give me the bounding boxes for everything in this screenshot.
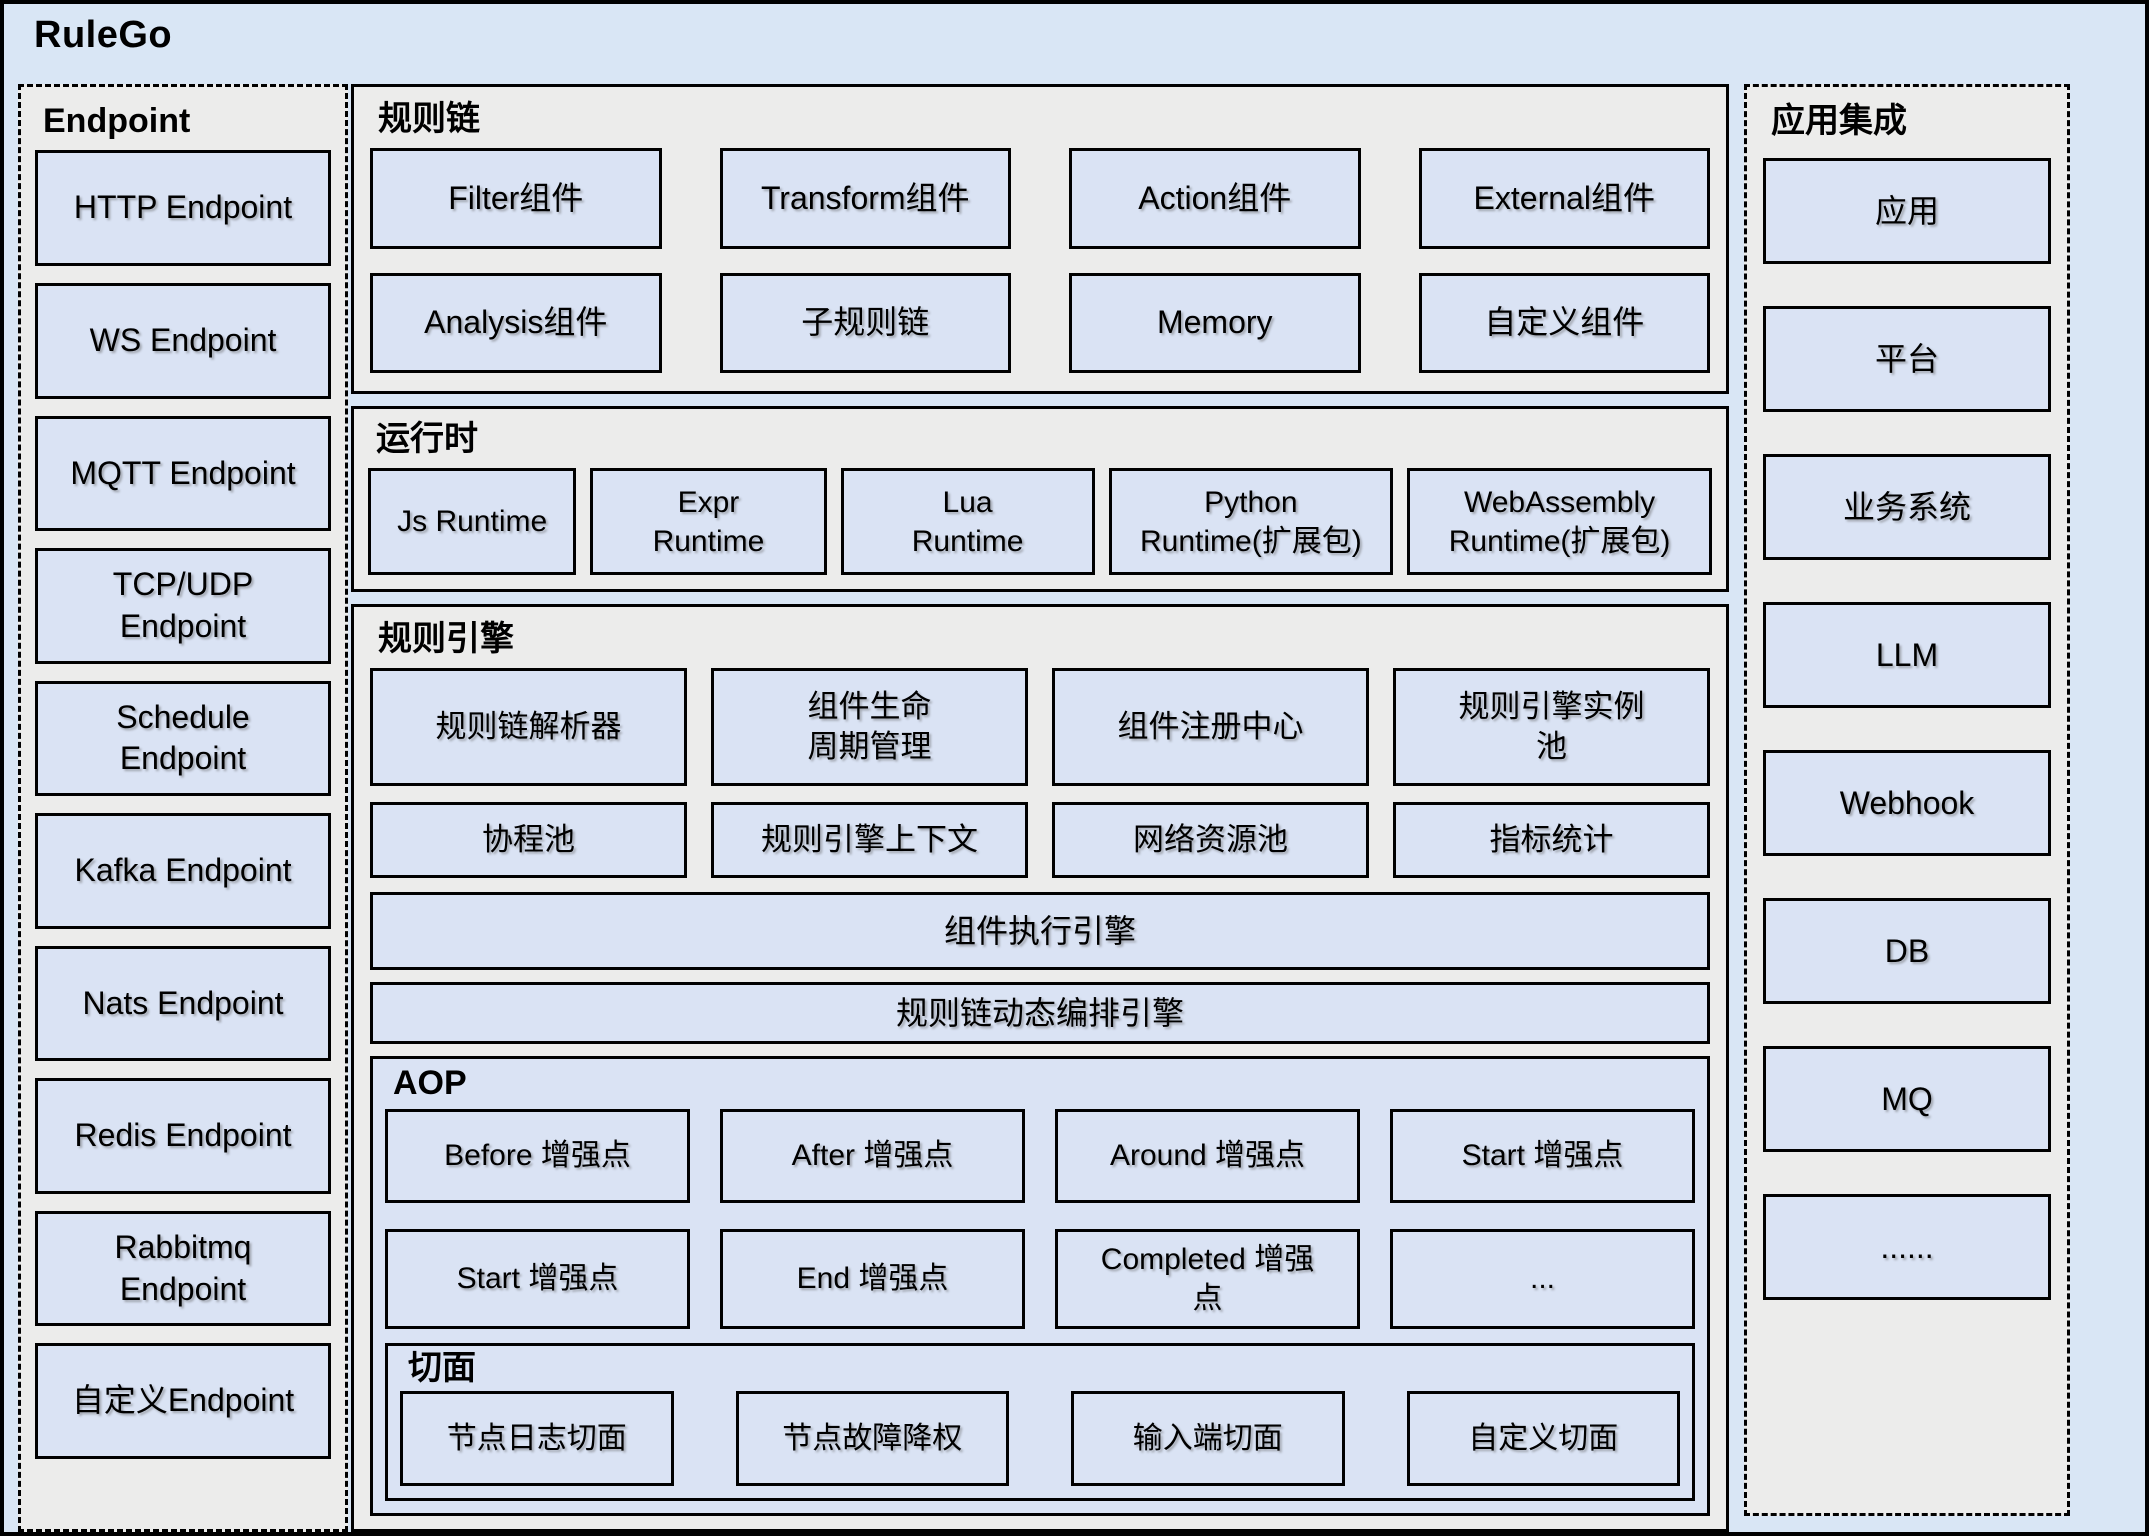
- aspect-title: 切面: [408, 1348, 476, 1387]
- aspect-box: 节点日志切面: [400, 1391, 674, 1486]
- endpoint-box: MQTT Endpoint: [35, 415, 331, 532]
- rule-engine-box: 协程池: [370, 801, 687, 879]
- aop-enhancement-box: End 增强点: [720, 1228, 1025, 1329]
- endpoint-box: TCP/UDP Endpoint: [35, 548, 331, 664]
- rule-chain-component-box: Filter组件: [370, 148, 662, 249]
- aspect-container: 切面 节点日志切面节点故障降权输入端切面自定义切面: [385, 1342, 1695, 1501]
- aop-enhancement-box: Around 增强点: [1055, 1108, 1360, 1203]
- rule-chain-component-box: 自定义组件: [1418, 272, 1710, 373]
- integration-box: 业务系统: [1763, 454, 2051, 561]
- rule-chain-component-box: Analysis组件: [370, 272, 662, 373]
- rule-chain-panel: 规则链 Filter组件 Transform组件 Action组件 External组…: [351, 84, 1729, 394]
- application-integration-title: 应用集成: [1771, 102, 1907, 140]
- diagram-title: RuleGo: [34, 14, 173, 56]
- endpoint-box: HTTP Endpoint: [35, 150, 331, 266]
- integration-box: 应用: [1763, 158, 2051, 265]
- integration-box: ......: [1763, 1194, 2051, 1301]
- runtime-box: Lua Runtime: [840, 468, 1095, 575]
- rule-chain-component-box: Action组件: [1069, 148, 1361, 249]
- integration-box: 平台: [1763, 306, 2051, 413]
- endpoint-box: 自定义Endpoint: [35, 1343, 331, 1460]
- rule-engine-panel: 规则引擎 规则链解析器组件生命 周期管理组件注册中心规则引擎实例 池协程池规则引…: [351, 604, 1729, 1532]
- rule-engine-box: 组件注册中心: [1052, 668, 1369, 786]
- runtime-panel-title: 运行时: [376, 420, 478, 458]
- runtime-box: Expr Runtime: [590, 468, 827, 575]
- rule-engine-panel-title: 规则引擎: [378, 620, 514, 658]
- aop-enhancement-box: After 增强点: [720, 1108, 1025, 1203]
- rule-engine-box: 规则引擎实例 池: [1393, 668, 1710, 786]
- rule-engine-box-grid: 规则链解析器组件生命 周期管理组件注册中心规则引擎实例 池协程池规则引擎上下文网…: [370, 668, 1710, 879]
- rule-engine-box: 规则引擎上下文: [711, 801, 1028, 879]
- rule-chain-panel-title: 规则链: [378, 100, 480, 138]
- rule-chain-component-box: 子规则链: [719, 272, 1011, 373]
- rule-engine-box: 组件生命 周期管理: [711, 668, 1028, 786]
- endpoint-panel-title: Endpoint: [43, 102, 191, 140]
- aop-enhancement-box: Completed 增强 点: [1055, 1228, 1360, 1329]
- runtime-box: WebAssembly Runtime(扩展包): [1407, 468, 1712, 575]
- rule-engine-box: 网络资源池: [1052, 801, 1369, 879]
- endpoint-box: Nats Endpoint: [35, 945, 331, 1062]
- endpoint-box: Schedule Endpoint: [35, 680, 331, 797]
- endpoint-box: Kafka Endpoint: [35, 813, 331, 929]
- rule-chain-component-box: Transform组件: [719, 148, 1011, 249]
- component-execution-engine-row: 组件执行引擎: [370, 892, 1710, 971]
- integration-box: DB: [1763, 898, 2051, 1005]
- runtime-box: Python Runtime(扩展包): [1108, 468, 1394, 575]
- endpoint-box: Rabbitmq Endpoint: [35, 1210, 331, 1327]
- rule-chain-component-box: Memory: [1069, 272, 1361, 373]
- integration-box: LLM: [1763, 602, 2051, 709]
- aspect-box: 节点故障降权: [735, 1391, 1009, 1486]
- rule-chain-box-grid: Filter组件 Transform组件 Action组件 External组件 Ana…: [370, 148, 1710, 373]
- aop-enhancement-box: Before 增强点: [385, 1108, 690, 1203]
- aop-enhancement-box: Start 增强点: [1390, 1108, 1695, 1203]
- aop-title: AOP: [393, 1064, 467, 1103]
- endpoint-box: Redis Endpoint: [35, 1078, 331, 1194]
- aop-container: AOP Before 增强点 After 增强点 Around 增强点 Start 增…: [370, 1056, 1710, 1516]
- aop-enhancement-box: Start 增强点: [385, 1228, 690, 1329]
- aspect-box: 自定义切面: [1406, 1391, 1680, 1486]
- rule-engine-box: 规则链解析器: [370, 668, 687, 786]
- aspect-box-row: 节点日志切面节点故障降权输入端切面自定义切面: [400, 1391, 1680, 1486]
- runtime-box: Js Runtime: [368, 468, 577, 575]
- aop-enhancement-box: ...: [1390, 1228, 1695, 1329]
- rule-engine-box: 指标统计: [1393, 801, 1710, 879]
- rule-chain-component-box: External组件: [1418, 148, 1710, 249]
- integration-box: MQ: [1763, 1046, 2051, 1153]
- dynamic-orchestration-engine-row: 规则链动态编排引擎: [370, 982, 1710, 1045]
- aop-row-2: Start 增强点 End 增强点 Completed 增强 点...: [385, 1228, 1695, 1329]
- aop-row-1: Before 增强点 After 增强点 Around 增强点 Start 增强点: [385, 1108, 1695, 1203]
- integration-box: Webhook: [1763, 750, 2051, 857]
- endpoint-box: WS Endpoint: [35, 282, 331, 399]
- aspect-box: 输入端切面: [1071, 1391, 1345, 1486]
